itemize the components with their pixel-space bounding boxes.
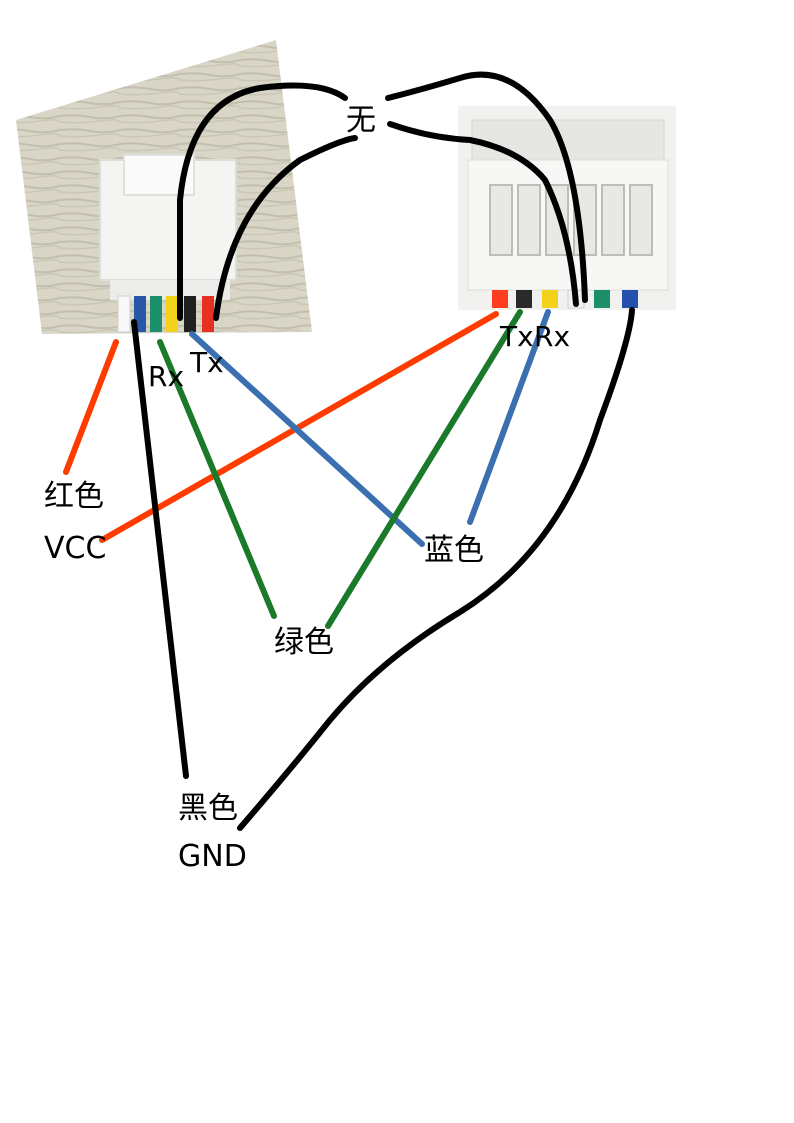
wire-red-right — [99, 311, 499, 543]
left-pin-yellow — [166, 296, 178, 332]
wire-none-right-outer — [385, 71, 588, 303]
wire-black-right — [237, 307, 635, 831]
red-wires — [63, 311, 499, 543]
left-connector-photo — [16, 40, 312, 334]
label-vcc: VCC — [44, 531, 106, 566]
label-right-rx: Rx — [534, 320, 570, 353]
right-pin-red — [492, 290, 508, 308]
label-left-rx: Rx — [148, 360, 184, 393]
label-black: 黑色 — [178, 791, 238, 826]
wire-green-right — [325, 309, 523, 629]
right-pin-black — [516, 290, 532, 308]
wire-none-left-inner — [213, 135, 358, 321]
left-pin-white — [117, 295, 131, 333]
black-wires — [131, 307, 635, 831]
label-blue: 蓝色 — [424, 533, 484, 568]
label-gnd: GND — [178, 839, 247, 874]
label-none: 无 — [346, 103, 376, 138]
wire-blue-left — [189, 331, 425, 547]
right-pin-blue — [622, 290, 638, 308]
unconnected-wires — [177, 71, 588, 321]
left-pin-green — [150, 296, 162, 332]
wire-none-left-outer — [177, 82, 348, 321]
right-pin-teal — [594, 290, 610, 308]
label-red: 红色 — [44, 479, 104, 514]
wire-black-left — [131, 319, 189, 779]
label-right-tx: Tx — [499, 320, 534, 353]
wire-blue-right — [467, 309, 551, 525]
right-pin-yellow — [542, 290, 558, 308]
label-green: 绿色 — [274, 625, 334, 660]
left-pin-red — [202, 296, 214, 332]
left-pin-black — [184, 296, 196, 332]
blue-wires — [189, 309, 551, 547]
green-wires — [157, 309, 523, 629]
wire-none-right-inner — [387, 121, 579, 307]
label-left-tx: Tx — [189, 346, 224, 379]
wire-red-left — [63, 339, 119, 475]
right-connector-photo — [458, 106, 676, 310]
wire-green-left — [157, 339, 277, 619]
